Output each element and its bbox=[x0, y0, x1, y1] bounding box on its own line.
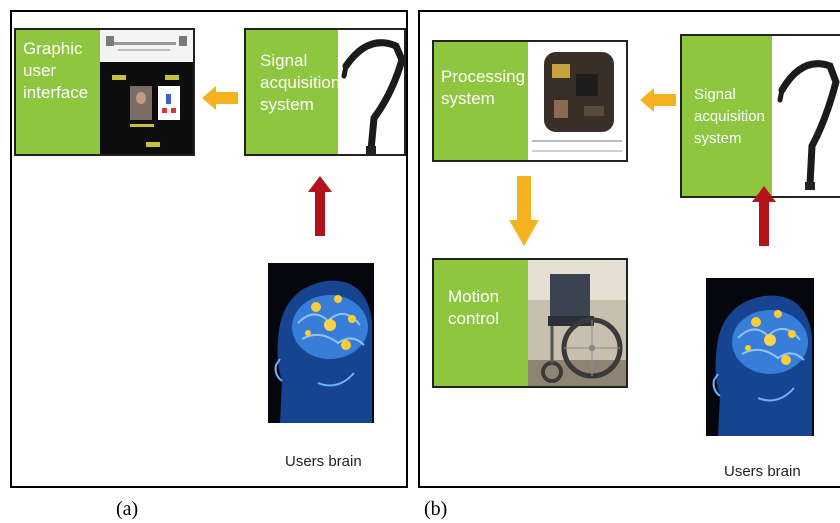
brain-label-b: Users brain bbox=[724, 463, 801, 480]
arrow-processing-to-motion bbox=[509, 176, 539, 246]
arrow-signal-to-processing bbox=[640, 88, 676, 112]
brain-image-b bbox=[706, 278, 814, 436]
arrow-brain-to-signal-a bbox=[308, 176, 332, 236]
processing-label: Processing system bbox=[441, 67, 526, 108]
brain-image-a bbox=[268, 263, 374, 423]
signal-acquisition-a-label: Signal acquisition system bbox=[260, 51, 341, 114]
signal-acquisition-node-b: Signal acquisition system bbox=[680, 34, 840, 198]
wheelchair-image bbox=[528, 260, 626, 386]
caption-a: (a) bbox=[116, 498, 139, 520]
arrow-signal-to-gui bbox=[202, 86, 238, 110]
gui-node: Graphic user interface bbox=[14, 28, 195, 156]
eeg-headset-image-b bbox=[772, 36, 840, 196]
wheelchair-icon bbox=[528, 260, 626, 386]
gui-node-label: Graphic user interface bbox=[23, 39, 89, 102]
eeg-headset-icon bbox=[341, 39, 404, 154]
signal-acquisition-b-label-box: Signal acquisition system bbox=[682, 36, 772, 196]
processing-system-node: Processing system bbox=[432, 40, 628, 162]
motion-label-box: Motion control bbox=[434, 260, 528, 386]
signal-acquisition-b-label: Signal acquisition system bbox=[694, 86, 765, 147]
processing-label-box: Processing system bbox=[434, 42, 528, 160]
signal-acquisition-node-a: Signal acquisition system bbox=[244, 28, 406, 156]
motion-label: Motion control bbox=[448, 287, 500, 328]
brain-label-a: Users brain bbox=[285, 453, 362, 470]
gui-screenshot-image bbox=[100, 30, 193, 154]
motion-control-node: Motion control bbox=[432, 258, 628, 388]
eeg-headset-image-a bbox=[338, 30, 404, 154]
processing-board-image bbox=[528, 42, 626, 160]
signal-acquisition-a-label-box: Signal acquisition system bbox=[246, 30, 341, 154]
arrow-brain-to-signal-b bbox=[752, 186, 776, 246]
gui-node-label-box: Graphic user interface bbox=[16, 30, 100, 154]
eeg-headset-icon bbox=[777, 60, 840, 190]
caption-b: (b) bbox=[424, 498, 448, 520]
